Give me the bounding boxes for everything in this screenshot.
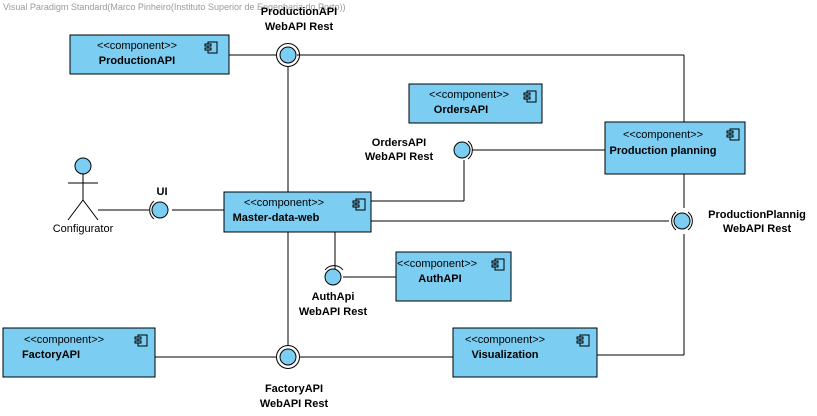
component-name: Master-data-web (233, 212, 320, 224)
component-icon (576, 334, 590, 347)
component-icon (491, 258, 505, 271)
component-name: FactoryAPI (22, 349, 80, 361)
component-name: AuthAPI (418, 273, 461, 285)
actor-name: Configurator (53, 223, 114, 235)
label-production-api-rest-1: ProductionAPI (261, 6, 337, 18)
component-name: OrdersAPI (434, 104, 488, 116)
label-production-api-rest-2: WebAPI Rest (265, 21, 334, 33)
actor-configurator[interactable]: Configurator (53, 157, 114, 235)
label-production-planning-rest-1: ProductionPlannig (708, 209, 806, 221)
label-production-planning-rest-2: WebAPI Rest (723, 223, 792, 235)
connectors (98, 54, 685, 358)
component-icon (134, 334, 148, 347)
component-production-api[interactable]: <<component>> ProductionAPI (69, 34, 230, 75)
component-name: Visualization (471, 349, 538, 361)
interface-auth-api-rest[interactable] (324, 265, 344, 286)
label-orders-api-rest-1: OrdersAPI (372, 137, 426, 149)
component-auth-api[interactable]: <<component>> AuthAPI (395, 251, 512, 302)
component-stereotype: <<component>> (24, 334, 104, 346)
label-ui: UI (157, 186, 168, 198)
component-orders-api[interactable]: <<component>> OrdersAPI (408, 83, 543, 124)
label-auth-api-rest-2: WebAPI Rest (299, 306, 368, 318)
interface-production-api-rest[interactable] (276, 43, 300, 67)
watermark: Visual Paradigm Standard(Marco Pinheiro(… (3, 2, 346, 12)
interface-ui[interactable] (149, 200, 169, 220)
component-production-planning[interactable]: <<component>> Production planning (604, 121, 746, 175)
component-name: Production planning (610, 145, 717, 157)
component-icon (204, 41, 218, 54)
component-stereotype: <<component>> (623, 129, 703, 141)
interface-factory-api-rest[interactable] (276, 345, 300, 369)
component-stereotype: <<component>> (465, 334, 545, 346)
component-factory-api[interactable]: <<component>> FactoryAPI (2, 327, 156, 378)
actor-head (74, 157, 92, 175)
component-stereotype: <<component>> (397, 258, 477, 270)
component-stereotype: <<component>> (244, 197, 324, 209)
label-orders-api-rest-2: WebAPI Rest (365, 151, 434, 163)
component-visualization[interactable]: <<component>> Visualization (452, 327, 598, 378)
component-icon (352, 198, 366, 211)
interface-production-planning-rest[interactable] (671, 211, 693, 231)
component-icon (523, 90, 537, 103)
component-master-data-web[interactable]: <<component>> Master-data-web (223, 191, 372, 233)
interface-orders-api-rest[interactable] (453, 140, 473, 160)
component-stereotype: <<component>> (97, 40, 177, 52)
component-stereotype: <<component>> (429, 89, 509, 101)
component-name: ProductionAPI (99, 55, 175, 67)
label-factory-api-rest-2: WebAPI Rest (260, 398, 329, 410)
label-auth-api-rest-1: AuthApi (312, 291, 355, 303)
component-icon (726, 128, 740, 141)
label-factory-api-rest-1: FactoryAPI (265, 383, 323, 395)
